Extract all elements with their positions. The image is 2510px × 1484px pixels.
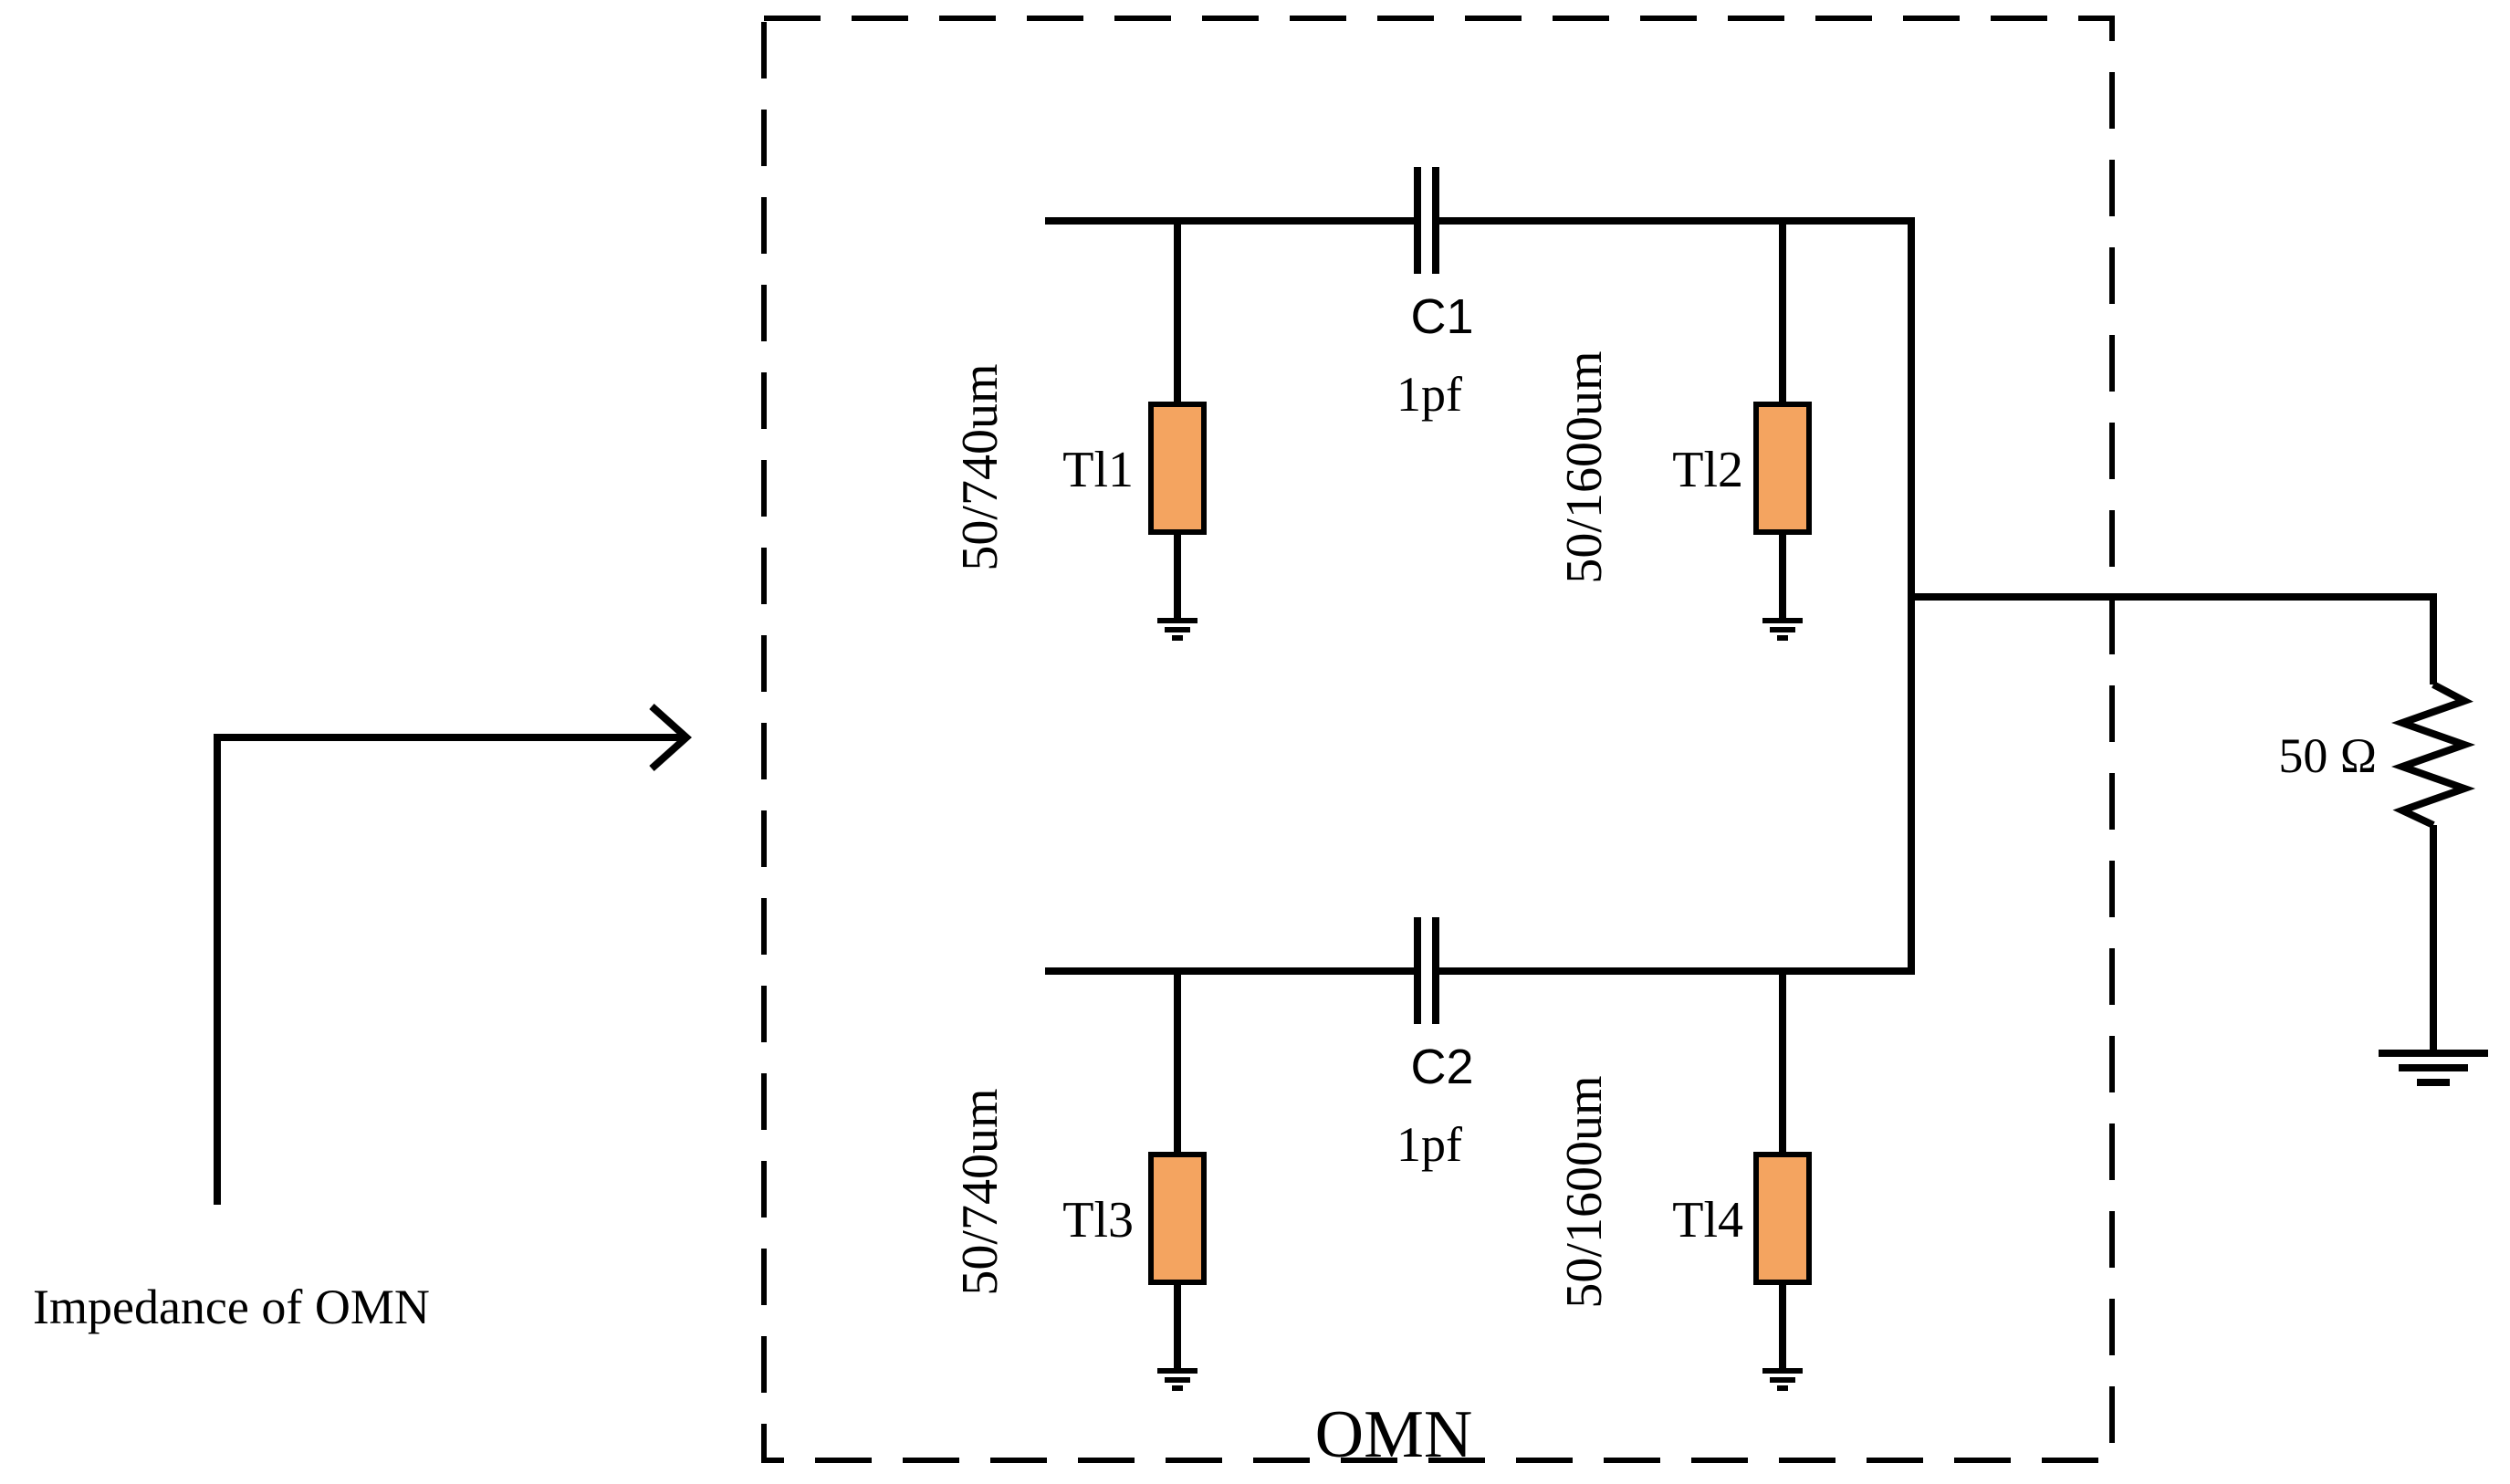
omn-boundary [761,16,2115,1463]
ground-icon [1762,618,1803,641]
resistor-icon [2390,681,2476,829]
stub-tl4-spec: 50/1600um [1556,1075,1613,1308]
stub-tl4-label: Tl4 [1672,1192,1743,1249]
top-branch [1045,167,1915,641]
stub-tl2-label: Tl2 [1672,442,1743,498]
capacitor-c1 [1414,167,1439,274]
stub-tl1-spec: 50/740um [952,363,1009,570]
capacitor-c1-label: C1 [1410,289,1473,344]
input-impedance-label: Impedance of OMN [33,1280,430,1334]
ground-icon [1157,618,1197,641]
ground-icon [1157,1368,1197,1391]
stub-tl2-spec: 50/1600um [1556,350,1613,583]
ground-icon [2379,1050,2488,1086]
ground-icon [1762,1368,1803,1391]
stub-tl3-label: Tl3 [1062,1192,1134,1249]
bottom-branch [1045,917,1915,1391]
capacitor-c2-value: 1pf [1396,1117,1462,1172]
stub-tl3 [1148,971,1207,1391]
stub-tl1 [1148,221,1207,641]
capacitor-c2 [1414,917,1439,1024]
stub-tl2 [1753,221,1812,641]
stub-tl3-spec: 50/740um [952,1088,1009,1295]
omn-label: OMN [1315,1397,1473,1472]
capacitor-c2-label: C2 [1410,1040,1473,1094]
input-arrow [214,704,692,1205]
output-network [1908,217,2488,1086]
stub-tl1-label: Tl1 [1062,442,1134,498]
capacitor-c1-value: 1pf [1396,367,1462,422]
load-resistor-label: 50 Ω [2278,728,2377,783]
stub-tl4 [1753,971,1812,1391]
